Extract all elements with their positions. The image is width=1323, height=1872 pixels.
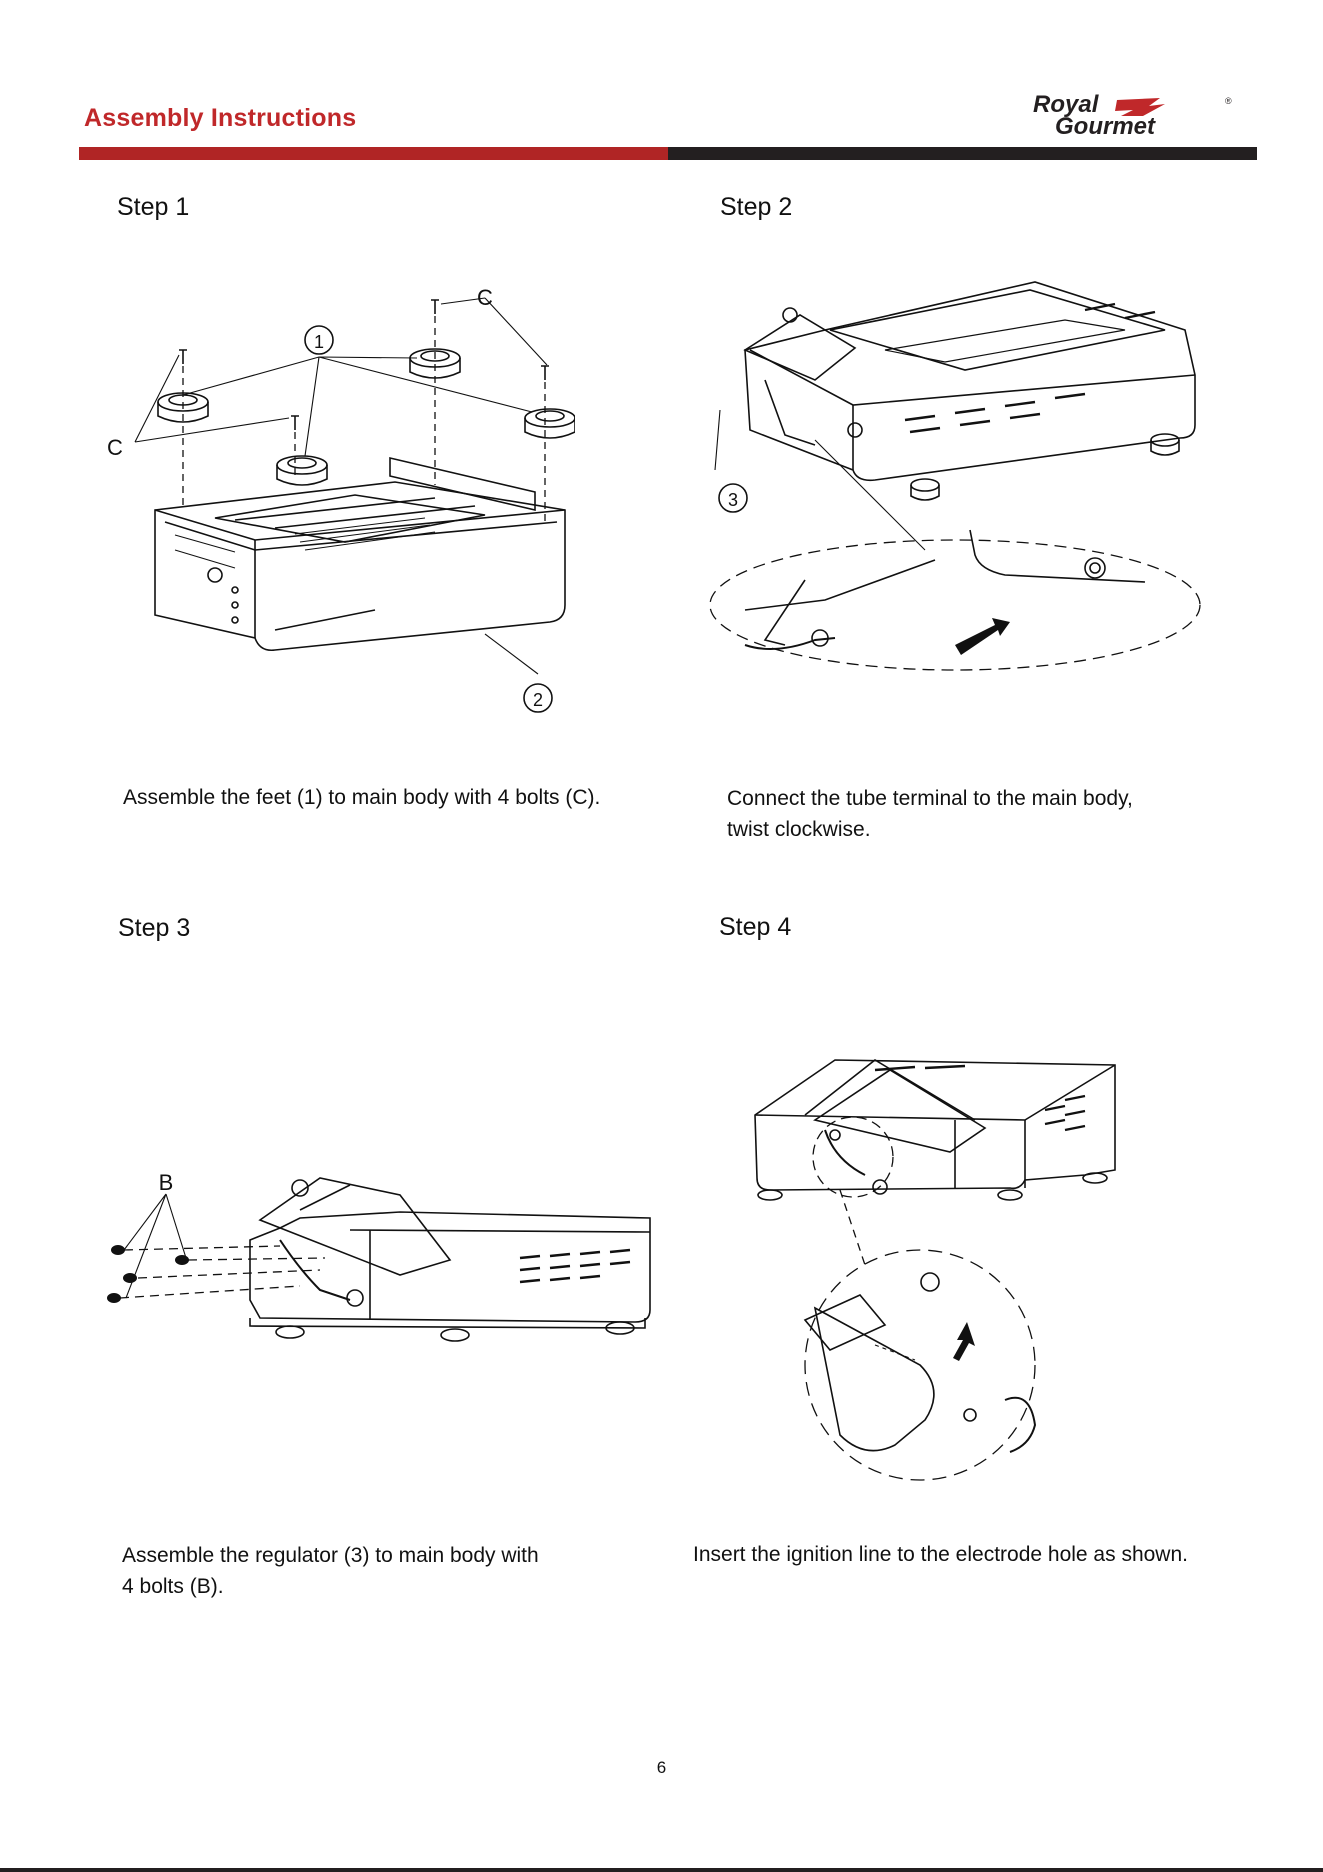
step-1-title: Step 1	[117, 193, 190, 221]
header-bar-dark	[668, 147, 1257, 160]
step-2-caption-line-2: twist clockwise.	[727, 818, 871, 841]
step-1-callout-2: 2	[533, 690, 543, 710]
step-3-caption-line-2: 4 bolts (B).	[122, 1575, 224, 1598]
step-2-title: Step 2	[720, 193, 793, 221]
step-2-callout-3: 3	[728, 490, 738, 510]
logo-flame-icon	[1115, 98, 1165, 116]
header-bar-red	[79, 147, 668, 160]
page-title: Assembly Instructions	[84, 104, 357, 132]
step-3-callout-b: B	[159, 1170, 174, 1195]
step-2-caption: Connect the tube terminal to the main bo…	[727, 783, 1133, 845]
step-3-caption: Assemble the regulator (3) to main body …	[122, 1540, 539, 1602]
step-4-diagram	[754, 1059, 1116, 1481]
twist-arrow-icon	[955, 618, 1010, 655]
step-1-diagram: 1 2 C C	[107, 285, 575, 713]
logo-gourmet: Gourmet	[1055, 113, 1156, 140]
step-1-callout-c-left: C	[107, 435, 123, 460]
page-number: 6	[656, 1758, 667, 1777]
royal-gourmet-logo: Royal Gourmet ®	[1033, 91, 1232, 140]
step-4-caption-line-1: Insert the ignition line to the electrod…	[693, 1543, 1188, 1566]
step-1-callout-1: 1	[314, 332, 324, 352]
step-4-caption: Insert the ignition line to the electrod…	[693, 1539, 1188, 1570]
step-3-diagram: B	[107, 1170, 651, 1342]
step-3-caption-line-1: Assemble the regulator (3) to main body …	[122, 1544, 539, 1567]
logo-registered-mark: ®	[1225, 96, 1232, 106]
step-4-title: Step 4	[719, 913, 792, 941]
step-1-callout-c-top: C	[477, 285, 493, 310]
insert-arrow-icon	[953, 1322, 975, 1361]
step-1-caption: Assemble the feet (1) to main body with …	[123, 782, 600, 813]
bottom-rule	[0, 1868, 1323, 1872]
step-2-diagram: 3	[709, 281, 1201, 671]
step-3-title: Step 3	[118, 914, 191, 942]
step-2-caption-line-1: Connect the tube terminal to the main bo…	[727, 787, 1133, 810]
logo-royal: Royal	[1033, 91, 1100, 118]
step-1-caption-line-1: Assemble the feet (1) to main body with …	[123, 786, 601, 809]
